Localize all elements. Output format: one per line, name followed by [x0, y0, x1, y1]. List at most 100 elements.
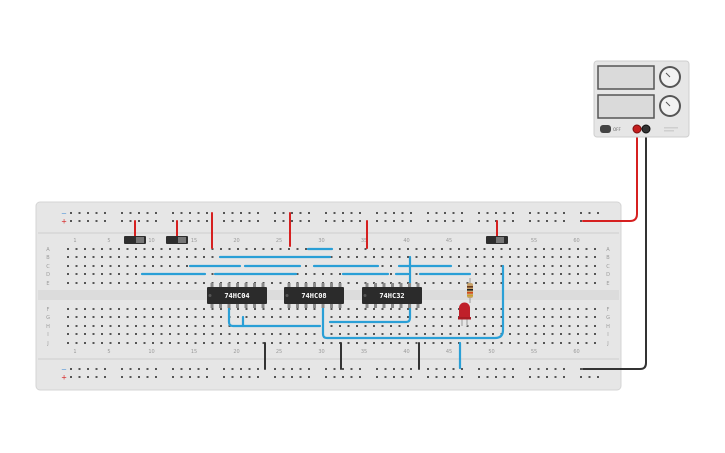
breadboard-hole[interactable]: [415, 325, 418, 327]
breadboard-hole[interactable]: [67, 273, 69, 275]
breadboard-hole[interactable]: [169, 325, 171, 327]
breadboard-hole[interactable]: [67, 265, 69, 267]
breadboard-hole[interactable]: [126, 265, 129, 267]
breadboard-hole[interactable]: [364, 325, 367, 327]
rail-hole[interactable]: [486, 368, 489, 370]
breadboard-hole[interactable]: [186, 248, 188, 250]
breadboard-hole[interactable]: [92, 273, 95, 275]
breadboard-hole[interactable]: [118, 316, 120, 318]
breadboard-hole[interactable]: [75, 308, 78, 310]
breadboard-hole[interactable]: [492, 333, 494, 335]
rail-hole[interactable]: [180, 376, 183, 378]
rail-hole[interactable]: [588, 376, 591, 378]
breadboard-hole[interactable]: [288, 333, 290, 335]
breadboard-hole[interactable]: [126, 308, 129, 310]
rail-hole[interactable]: [78, 376, 81, 378]
breadboard-hole[interactable]: [92, 248, 95, 250]
rail-hole[interactable]: [401, 368, 404, 370]
breadboard-hole[interactable]: [390, 256, 392, 258]
breadboard-hole[interactable]: [67, 333, 69, 335]
breadboard-hole[interactable]: [75, 316, 78, 318]
breadboard-hole[interactable]: [449, 333, 452, 335]
breadboard-hole[interactable]: [220, 342, 222, 344]
breadboard-hole[interactable]: [347, 282, 350, 284]
breadboard-hole[interactable]: [152, 316, 154, 318]
breadboard-hole[interactable]: [356, 325, 358, 327]
breadboard-hole[interactable]: [228, 248, 231, 250]
breadboard-hole[interactable]: [75, 248, 78, 250]
breadboard-hole[interactable]: [109, 333, 112, 335]
rail-hole[interactable]: [546, 368, 548, 370]
breadboard-hole[interactable]: [483, 342, 486, 344]
breadboard-hole[interactable]: [305, 333, 307, 335]
breadboard-hole[interactable]: [441, 282, 443, 284]
rail-hole[interactable]: [291, 212, 293, 214]
breadboard-hole[interactable]: [313, 273, 316, 275]
rail-hole[interactable]: [104, 376, 106, 378]
breadboard-hole[interactable]: [279, 333, 282, 335]
breadboard-hole[interactable]: [585, 273, 588, 275]
breadboard-hole[interactable]: [475, 308, 477, 310]
rail-hole[interactable]: [554, 220, 557, 222]
breadboard-hole[interactable]: [424, 308, 426, 310]
breadboard-hole[interactable]: [483, 248, 486, 250]
breadboard-hole[interactable]: [109, 273, 112, 275]
rail-hole[interactable]: [537, 220, 540, 222]
breadboard-hole[interactable]: [475, 316, 477, 318]
breadboard-hole[interactable]: [543, 342, 545, 344]
rail-hole[interactable]: [180, 368, 183, 370]
breadboard-hole[interactable]: [432, 256, 435, 258]
breadboard-hole[interactable]: [364, 248, 367, 250]
breadboard-hole[interactable]: [135, 256, 137, 258]
breadboard-hole[interactable]: [585, 265, 588, 267]
breadboard-hole[interactable]: [594, 265, 596, 267]
breadboard-hole[interactable]: [466, 256, 469, 258]
rail-hole[interactable]: [146, 368, 149, 370]
breadboard-hole[interactable]: [509, 265, 511, 267]
breadboard-hole[interactable]: [577, 342, 579, 344]
breadboard-hole[interactable]: [534, 273, 537, 275]
breadboard-hole[interactable]: [237, 248, 239, 250]
breadboard-hole[interactable]: [381, 265, 384, 267]
breadboard-hole[interactable]: [126, 248, 129, 250]
power-supply[interactable]: OFF: [593, 60, 690, 138]
rail-hole[interactable]: [325, 212, 327, 214]
breadboard-hole[interactable]: [126, 273, 129, 275]
rail-hole[interactable]: [197, 376, 200, 378]
breadboard-hole[interactable]: [262, 316, 265, 318]
breadboard-hole[interactable]: [364, 342, 367, 344]
rail-hole[interactable]: [444, 376, 446, 378]
breadboard-hole[interactable]: [483, 265, 486, 267]
breadboard-hole[interactable]: [160, 342, 163, 344]
breadboard-hole[interactable]: [271, 248, 273, 250]
breadboard-hole[interactable]: [517, 265, 520, 267]
breadboard-hole[interactable]: [390, 333, 392, 335]
breadboard-hole[interactable]: [577, 256, 579, 258]
rail-hole[interactable]: [461, 220, 463, 222]
breadboard-hole[interactable]: [271, 282, 273, 284]
breadboard-hole[interactable]: [220, 325, 222, 327]
rail-hole[interactable]: [512, 212, 514, 214]
breadboard-hole[interactable]: [517, 325, 520, 327]
breadboard-hole[interactable]: [118, 325, 120, 327]
rail-hole[interactable]: [580, 220, 582, 222]
breadboard-hole[interactable]: [492, 282, 494, 284]
rail-hole[interactable]: [95, 220, 98, 222]
breadboard-hole[interactable]: [194, 325, 197, 327]
breadboard-hole[interactable]: [356, 316, 358, 318]
breadboard-hole[interactable]: [466, 333, 469, 335]
breadboard-hole[interactable]: [577, 333, 579, 335]
rail-hole[interactable]: [308, 220, 310, 222]
rail-hole[interactable]: [95, 212, 98, 214]
breadboard-hole[interactable]: [424, 248, 426, 250]
breadboard-hole[interactable]: [585, 342, 588, 344]
breadboard-hole[interactable]: [475, 342, 477, 344]
rail-hole[interactable]: [342, 220, 344, 222]
breadboard-hole[interactable]: [67, 256, 69, 258]
breadboard-hole[interactable]: [245, 308, 248, 310]
breadboard-hole[interactable]: [458, 282, 460, 284]
breadboard-hole[interactable]: [466, 282, 469, 284]
breadboard-hole[interactable]: [84, 325, 86, 327]
breadboard-hole[interactable]: [330, 342, 333, 344]
breadboard-hole[interactable]: [118, 333, 120, 335]
